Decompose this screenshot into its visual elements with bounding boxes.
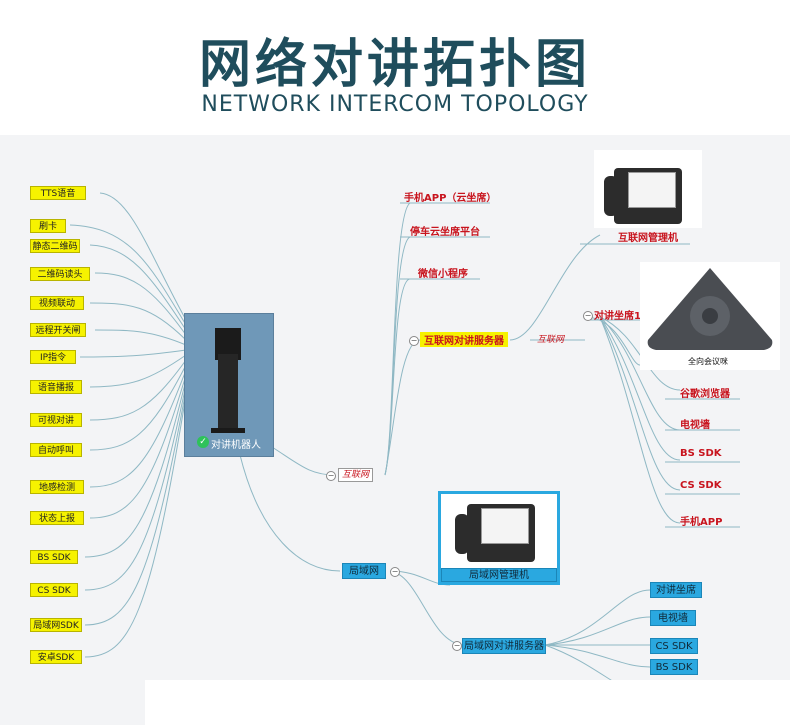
lan-mgmt-phone-image: 局域网管理机 [438,491,560,585]
internet-item-mobile-app: 手机APP（云坐席） [404,193,497,204]
collapse-icon: − [583,311,593,321]
internet-mgmt-caption: 互联网管理机 [618,233,678,244]
output-tv-wall: 电视墙 [680,420,710,431]
robot-label: 对讲机器人 [211,440,261,451]
lan-server-node: 局域网对讲服务器 [462,638,546,654]
feature-video-intercom: 可视对讲 [30,413,82,427]
collapse-icon: − [409,336,419,346]
feature-remote-gate: 远程开关闸 [30,323,86,337]
output-mobile-app: 手机APP [680,517,723,528]
lan-output-seat: 对讲坐席 [650,582,702,598]
seat-1-label: 对讲坐席1 [594,311,641,322]
intercom-robot-node: ✓ 对讲机器人 [184,313,274,457]
conference-mic-image: 全向会议咪 [640,262,780,370]
output-chrome: 谷歌浏览器 [680,389,730,400]
robot-base [211,428,245,433]
feature-ground-sensor: 地感检测 [30,480,84,494]
collapse-icon: − [390,567,400,577]
speaker-caption: 全向会议咪 [688,357,728,366]
feature-card: 刷卡 [30,219,66,233]
feature-android-sdk: 安卓SDK [30,650,82,664]
feature-video-link: 视频联动 [30,296,84,310]
lan-output-bs-sdk: BS SDK [650,659,698,675]
topology-canvas: TTS语音 刷卡 静态二维码 二维码读头 视频联动 远程开关闸 IP指令 语音播… [0,135,790,725]
page-subtitle: NETWORK INTERCOM TOPOLOGY [201,92,589,117]
feature-auto-call: 自动呼叫 [30,443,82,457]
robot-body [218,354,238,430]
feature-status-report: 状态上报 [30,511,84,525]
feature-voice-broadcast: 语音播报 [30,380,82,394]
feature-bs-sdk: BS SDK [30,550,78,564]
internet-server-node: 互联网对讲服务器 [420,332,508,347]
lan-mgmt-caption: 局域网管理机 [441,568,557,582]
output-cs-sdk: CS SDK [680,480,722,491]
output-bs-sdk: BS SDK [680,448,722,459]
page-title: 网络对讲拓扑图 [198,35,591,95]
feature-static-qr: 静态二维码 [30,239,80,253]
connector-lines [69,192,740,696]
feature-cs-sdk: CS SDK [30,583,78,597]
internet-server-tag: 互联网 [537,335,565,345]
lan-output-tv-wall: 电视墙 [650,610,696,626]
internet-tag: 互联网 [338,468,374,482]
feature-qr-reader: 二维码读头 [30,267,90,281]
feature-ip-command: IP指令 [30,350,76,364]
internet-item-parking-cloud: 停车云坐席平台 [410,227,480,238]
lan-node: 局域网 [342,563,386,579]
feature-tts: TTS语音 [30,186,86,200]
feature-lan-sdk: 局域网SDK [30,618,82,632]
bottom-band [145,680,790,725]
check-icon: ✓ [197,436,209,448]
internet-mgmt-phone-image [594,150,702,228]
collapse-icon: − [326,471,336,481]
lan-output-cs-sdk: CS SDK [650,638,698,654]
internet-item-wechat: 微信小程序 [418,269,468,280]
collapse-icon: − [452,641,462,651]
